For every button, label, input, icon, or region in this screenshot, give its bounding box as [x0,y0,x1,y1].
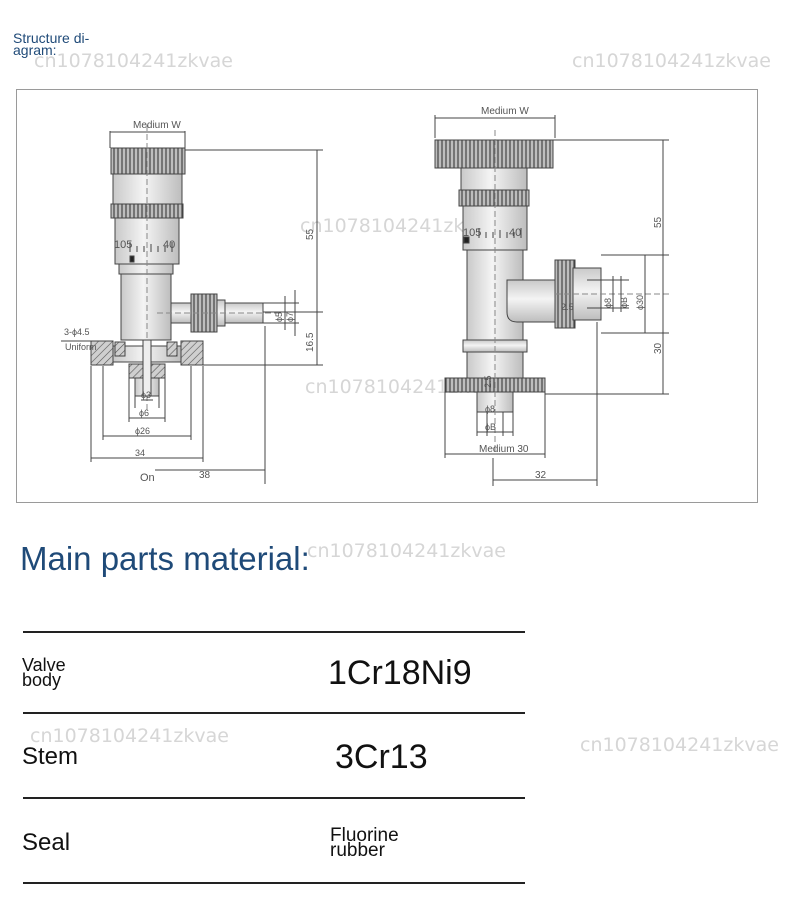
medium-30-label: Medium 30 [479,444,529,455]
part-name: Valve body [22,655,66,690]
table-rule [23,797,525,799]
scale-label: 105 [463,227,481,239]
watermark: cn1078104241zkvae [30,725,229,747]
uniform-label: Uniform [65,342,97,352]
dim-55-label: 55 [653,216,664,228]
table-rule [23,882,525,884]
dim-phi8-label: ϕ8 [485,404,495,414]
medium-w-label: Medium W [481,106,529,117]
left-valve-labels: Medium W 105 40 55 16.5 ϕ5 ϕ7 3-ϕ4.5 Uni… [64,120,316,484]
watermark: cn1078104241zkvae [34,50,233,72]
material-value: Fluorine rubber [330,825,399,861]
right-valve-drawing [434,115,669,486]
right-valve-labels: Medium W 105 40 55 30 2.5 ϕ8 ϕB ϕ30 2.5 … [463,106,664,481]
dim-phi7-label: ϕ7 [285,312,295,322]
dim-phi30-label: ϕ30 [635,295,645,310]
dim-phi8-label: ϕ8 [603,298,613,308]
dim-phiB-label: ϕB [485,422,496,432]
dim-2-5-label: 2.5 [561,302,574,312]
table-rule [23,712,525,714]
scale-label: 105 [114,239,132,251]
dim-phiB-label: ϕB [619,297,629,308]
material-value: 3Cr13 [335,738,428,776]
part-name: Seal [22,829,71,856]
part-name: Stem [22,743,79,770]
scale-label: 40 [163,239,175,251]
medium-w-label: Medium W [133,120,181,131]
structure-diagram: Medium W 105 40 55 16.5 ϕ5 ϕ7 3-ϕ4.5 Uni… [16,89,758,503]
dim-16-5-label: 16.5 [305,332,316,352]
table-rule [23,631,525,633]
watermark: cn1078104241zkvae [307,540,506,562]
dim-32-label: 32 [535,470,547,481]
left-valve-drawing [61,125,323,484]
scale-label: 40 [509,227,521,239]
holes-label: 3-ϕ4.5 [64,327,90,337]
watermark: cn1078104241zkvae [572,50,771,72]
on-label: On [140,472,155,484]
watermark: cn1078104241zkvae [300,215,499,237]
dim-30-label: 30 [653,342,664,354]
materials-title: Main parts material: [20,540,310,577]
dim-phi26-label: ϕ26 [135,426,150,436]
dim-phi3-label: ϕ3 [141,390,151,400]
diagram-svg: Medium W 105 40 55 16.5 ϕ5 ϕ7 3-ϕ4.5 Uni… [61,106,669,486]
dim-2-5-label: 2.5 [483,375,493,388]
dim-phi6-label: ϕ6 [139,408,149,418]
dim-34-label: 34 [135,448,145,458]
dim-phi5-label: ϕ5 [274,312,284,322]
dim-38-label: 38 [199,470,211,481]
dim-55-label: 55 [305,228,316,240]
material-value: 1Cr18Ni9 [328,654,472,692]
watermark: cn1078104241zkvae [580,734,779,756]
diagram-heading: Structure di- agram: [13,30,90,58]
